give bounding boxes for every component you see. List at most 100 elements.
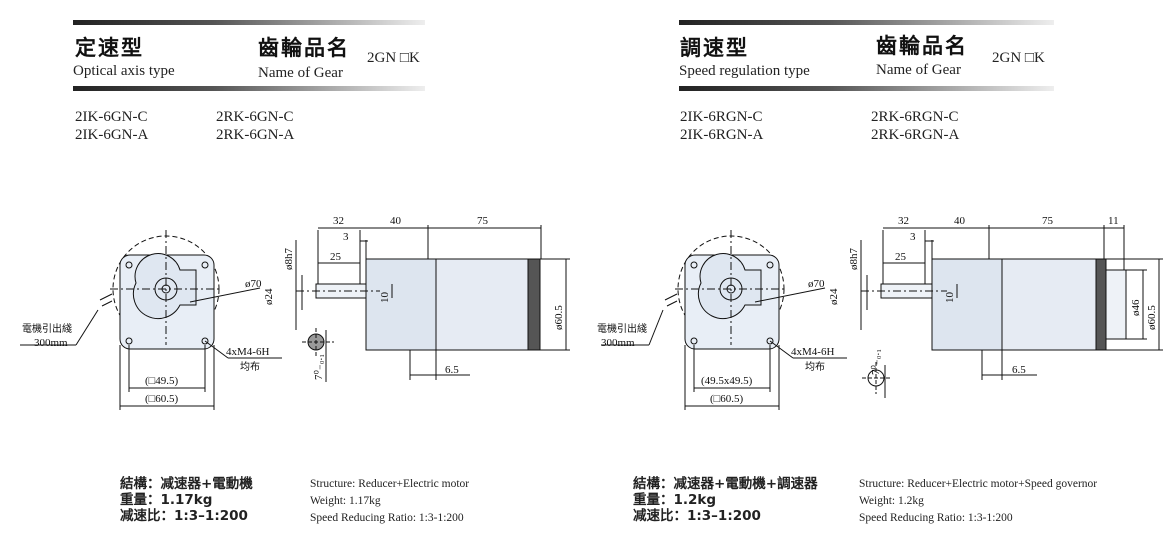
dim-40: 40 [390, 215, 402, 227]
spec-en: Structure: Reducer+Electric motor+Speed … [859, 476, 1097, 527]
dim-40: 40 [954, 215, 966, 227]
mount-hole [690, 337, 698, 345]
lead-label: 電機引出綫 [597, 322, 647, 335]
dim-pilot: ø24 [828, 288, 840, 305]
spec-structure-cn: 結構：减速器+電動機+調速器 [633, 476, 818, 492]
mount-hole [766, 261, 774, 269]
spec-weight-en: Weight: 1.2kg [859, 495, 924, 507]
model-item: 2RK-6RGN-C [871, 109, 959, 125]
dimension-drawing: ø70 4xM4-6H 均布 (49.5x49.5) (□60.5) 電機引出綫… [597, 215, 1163, 410]
dim-body: ø60.5 [553, 305, 565, 330]
dim-body: ø60.5 [1146, 305, 1158, 330]
dim-25: 25 [895, 251, 907, 263]
lead-length: 300mm [34, 337, 68, 349]
dim-key: 10 [379, 292, 391, 304]
dim-holes: 4xM4-6H [226, 346, 269, 358]
spec-weight-en: Weight: 1.17kg [310, 495, 381, 507]
spec-structure-en: Structure: Reducer+Electric motor+Speed … [859, 478, 1098, 490]
header-bottom-rule [73, 86, 425, 91]
spec-structure-cn: 結構：减速器+電動機 [120, 476, 253, 492]
type-title-en: Speed regulation type [679, 63, 810, 79]
mount-hole [201, 337, 209, 345]
gear-name-en: Name of Gear [258, 65, 343, 81]
dim-32: 32 [333, 215, 344, 227]
spec-ratio-en: Speed Reducing Ratio: 1:3-1:200 [310, 512, 464, 524]
model-list-a: 2IK-6RGN-C 2IK-6RGN-A [680, 108, 763, 144]
dim-32: 32 [898, 215, 909, 227]
model-item: 2RK-6GN-C [216, 109, 294, 125]
header-top-rule [679, 20, 1054, 25]
spec-cn: 結構：减速器+電動機+調速器 重量：1.2kg 减速比：1:3–1:200 [633, 476, 818, 524]
gear-code: 2GN □K [367, 50, 420, 66]
mount-hole [690, 261, 698, 269]
gearbox-body [365, 258, 437, 351]
dim-75: 75 [1042, 215, 1054, 227]
model-item: 2IK-6RGN-C [680, 109, 763, 125]
spec-ratio-en: Speed Reducing Ratio: 1:3-1:200 [859, 512, 1013, 524]
dim-shaft: ø8h7 [283, 248, 295, 271]
dim-holes: 4xM4-6H [791, 346, 834, 358]
dim-3: 3 [343, 231, 349, 243]
gear-housing [132, 253, 197, 320]
mount-hole [125, 261, 133, 269]
header-bottom-rule [679, 86, 1054, 91]
gear-name-en: Name of Gear [876, 62, 961, 78]
dim-holes-note: 均布 [240, 361, 260, 373]
model-item: 2RK-6RGN-A [871, 127, 960, 143]
motor-body [1001, 258, 1097, 351]
model-item: 2IK-6RGN-A [680, 127, 764, 143]
spec-cn: 結構：减速器+電動機 重量：1.17kg 减速比：1:3–1:200 [120, 476, 253, 524]
mount-hole [766, 337, 774, 345]
model-item: 2IK-6GN-C [75, 109, 148, 125]
lead-length: 300mm [601, 337, 635, 349]
end-cap [527, 258, 541, 351]
dim-circle-dia: ø70 [245, 278, 262, 290]
spec-weight-cn: 重量：1.17kg [120, 492, 213, 508]
dim-shaft: ø8h7 [848, 248, 860, 271]
dim-25: 25 [330, 251, 342, 263]
type-title-cn: 定速型 [75, 36, 144, 60]
motor-body [435, 258, 529, 351]
mount-hole [125, 337, 133, 345]
gear-housing [697, 253, 762, 320]
dim-inner-square: (49.5x49.5) [701, 375, 753, 387]
model-item: 2IK-6GN-A [75, 127, 149, 143]
spec-weight-cn: 重量：1.2kg [633, 492, 717, 508]
dim-circle-dia: ø70 [808, 278, 825, 290]
gearbox-body [931, 258, 1003, 351]
dim-11: 11 [1108, 215, 1119, 227]
dim-outer-square: (□60.5) [710, 393, 744, 405]
dim-inner-square: (□49.5) [145, 375, 179, 387]
spec-ratio-cn: 减速比：1:3–1:200 [633, 508, 761, 524]
model-list-b: 2RK-6RGN-C 2RK-6RGN-A [871, 108, 959, 144]
spec-en: Structure: Reducer+Electric motor Weight… [310, 476, 469, 527]
gear-name-cn: 齒輪品名 [258, 36, 350, 60]
spec-ratio-cn: 减速比：1:3–1:200 [120, 508, 248, 524]
governor-housing [1105, 269, 1127, 340]
dim-tolerance: 7⁰₋₀.₁ [313, 354, 325, 380]
dim-key: 10 [944, 292, 956, 304]
dim-6-5: 6.5 [445, 364, 459, 376]
type-title-cn: 調速型 [680, 36, 749, 60]
dim-outer-square: (□60.5) [145, 393, 179, 405]
dim-6-5: 6.5 [1012, 364, 1026, 376]
type-title-en: Optical axis type [73, 63, 175, 79]
dim-75: 75 [477, 215, 489, 227]
dim-governor: ø46 [1130, 299, 1142, 316]
gear-code: 2GN □K [992, 50, 1045, 66]
model-list-a: 2IK-6GN-C 2IK-6GN-A [75, 108, 148, 144]
panel-fixed-speed: 定速型 Optical axis type 齒輪品名 Name of Gear … [0, 0, 587, 546]
end-cap [1095, 258, 1107, 351]
mount-hole [201, 261, 209, 269]
model-item: 2RK-6GN-A [216, 127, 295, 143]
header-top-rule [73, 20, 425, 25]
dimension-drawing: ø70 4xM4-6H 均布 (□49.5) (□60.5) 電機引出綫 300… [20, 215, 570, 410]
dim-tolerance: 7⁰₋₀.₁ [870, 349, 882, 375]
gear-name-cn: 齒輪品名 [876, 34, 968, 58]
panel-speed-regulation: 調速型 Speed regulation type 齒輪品名 Name of G… [587, 0, 1175, 546]
dim-holes-note: 均布 [805, 361, 825, 373]
spec-structure-en: Structure: Reducer+Electric motor [310, 478, 470, 490]
model-list-b: 2RK-6GN-C 2RK-6GN-A [216, 108, 294, 144]
lead-label: 電機引出綫 [22, 322, 72, 335]
dim-3: 3 [910, 231, 916, 243]
